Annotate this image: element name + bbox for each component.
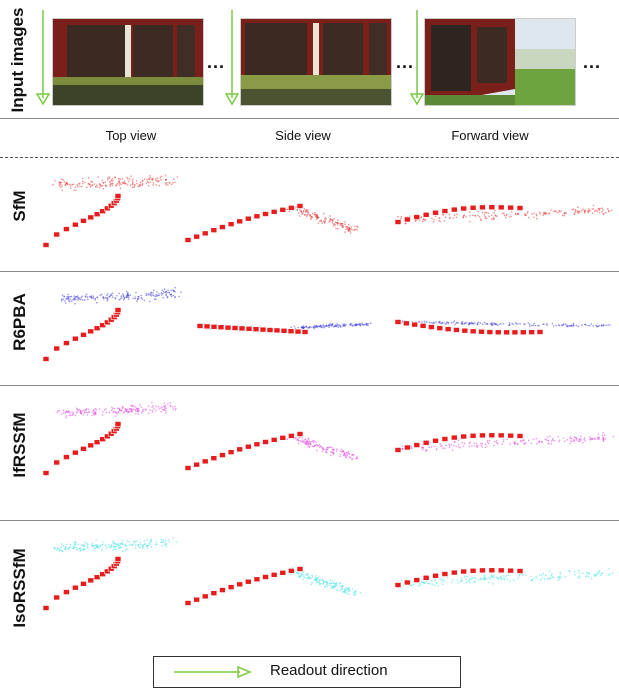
panel-row-2 [42, 401, 615, 476]
input-image-2 [240, 18, 392, 106]
barn-photo-2 [241, 19, 391, 105]
input-image-1 [52, 18, 204, 106]
view-label-top: Top view [105, 128, 157, 143]
legend-arrow-icon [174, 666, 252, 678]
panel-row-3 [42, 537, 614, 611]
readout-arrow-3 [410, 10, 424, 106]
panel-row-1 [42, 286, 611, 362]
ellipsis-3: ... [583, 52, 602, 72]
input-image-3 [424, 18, 576, 106]
divider-row-2 [0, 385, 619, 386]
readout-arrow-1 [36, 10, 50, 106]
divider-row-3 [0, 520, 619, 521]
panel-row-0 [42, 174, 613, 248]
legend-box: Readout direction [153, 656, 461, 688]
barn-photo-3 [425, 19, 575, 105]
ellipsis-2: ... [396, 52, 415, 72]
barn-photo-1 [53, 19, 203, 105]
view-label-side: Side view [275, 128, 331, 143]
readout-arrow-2 [225, 10, 239, 106]
ellipsis-1: ... [207, 52, 226, 72]
divider-row-1 [0, 271, 619, 272]
divider-top [0, 118, 619, 119]
legend-label: Readout direction [270, 662, 388, 679]
view-label-forward: Forward view [451, 128, 529, 143]
dashed-divider [0, 157, 619, 158]
